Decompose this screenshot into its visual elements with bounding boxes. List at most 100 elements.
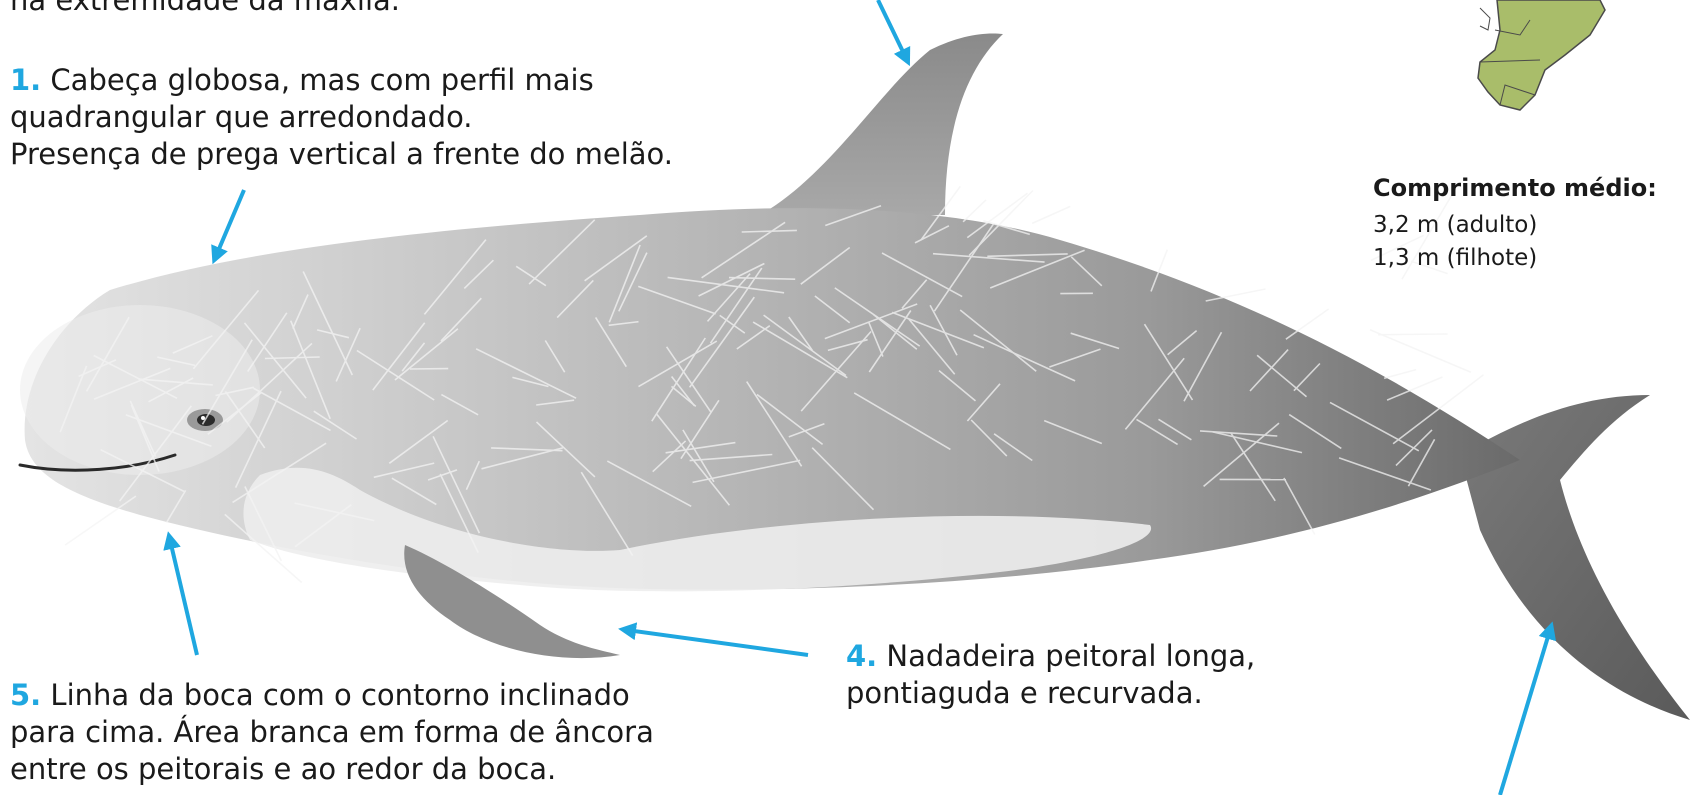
scar-line bbox=[512, 376, 549, 388]
scar-line bbox=[788, 422, 825, 438]
scar-line bbox=[372, 322, 426, 391]
scar-line bbox=[667, 276, 785, 294]
scar-line bbox=[335, 327, 361, 382]
scar-line bbox=[989, 249, 1085, 289]
pectoral-fin bbox=[404, 545, 620, 659]
mouth-line bbox=[18, 453, 177, 472]
scar-line bbox=[1386, 376, 1443, 401]
scar-line bbox=[970, 419, 1008, 457]
scar-line bbox=[652, 440, 687, 473]
scar-line bbox=[394, 328, 459, 381]
scar-line bbox=[388, 419, 449, 464]
scar-line bbox=[1285, 308, 1330, 340]
scar-line bbox=[463, 259, 494, 289]
scar-line bbox=[475, 348, 577, 399]
scar-line bbox=[825, 204, 882, 227]
scar-line bbox=[441, 393, 479, 416]
scar-line bbox=[356, 349, 435, 401]
scar-line bbox=[962, 199, 987, 223]
scar-line bbox=[1249, 349, 1289, 392]
region-map-icon bbox=[1477, 0, 1606, 111]
scar-line bbox=[584, 235, 648, 282]
scar-line bbox=[292, 294, 309, 329]
scar-line bbox=[608, 320, 639, 327]
scar-line bbox=[1070, 256, 1103, 287]
scar-line bbox=[1070, 332, 1120, 350]
scar-line bbox=[1329, 401, 1420, 452]
scar-line bbox=[824, 303, 918, 340]
note-4-line-2: pontiaguda e recurvada. bbox=[846, 676, 1203, 710]
scar-line bbox=[130, 404, 160, 472]
scar-line bbox=[966, 192, 1028, 239]
note-1-line-1: Cabeça globosa, mas com perfil mais bbox=[50, 63, 594, 97]
scar-line bbox=[247, 312, 288, 372]
scar-line bbox=[78, 359, 117, 378]
note-1-number: 1. bbox=[10, 63, 42, 97]
scar-line bbox=[243, 322, 307, 399]
scar-line bbox=[129, 400, 157, 458]
scar-line bbox=[1369, 329, 1472, 373]
scar-line bbox=[741, 229, 797, 233]
length-calf: 1,3 m (filhote) bbox=[1373, 245, 1538, 271]
scar-line bbox=[192, 289, 260, 370]
note-1-line-3: Presença de prega vertical a frente do m… bbox=[10, 137, 673, 171]
scar-line bbox=[215, 386, 254, 397]
scar-line bbox=[85, 316, 130, 392]
scar-line bbox=[580, 471, 634, 556]
scar-line bbox=[920, 185, 961, 241]
scar-line bbox=[800, 246, 851, 285]
scar-line bbox=[929, 304, 958, 356]
scar-line bbox=[157, 356, 196, 367]
arrow-head bbox=[211, 189, 246, 265]
scar-line bbox=[682, 429, 715, 483]
scar-line bbox=[201, 339, 253, 425]
scar-line bbox=[1043, 419, 1103, 445]
scar-line bbox=[993, 433, 1033, 462]
scar-line bbox=[670, 385, 697, 408]
arrow-dorsal bbox=[876, 0, 911, 67]
note-4-line-1: Nadadeira peitoral longa, bbox=[886, 639, 1256, 673]
scar-line bbox=[423, 239, 487, 315]
scar-line bbox=[515, 265, 547, 287]
tail-fluke bbox=[1460, 395, 1690, 720]
scar-line bbox=[165, 489, 187, 524]
scar-line bbox=[811, 447, 875, 511]
scar-line bbox=[867, 321, 884, 357]
scar-line bbox=[891, 311, 985, 349]
scar-line bbox=[294, 504, 352, 548]
scar-line bbox=[253, 387, 331, 432]
scar-line bbox=[439, 473, 479, 553]
scar-line bbox=[1212, 431, 1303, 454]
scar-line bbox=[1205, 288, 1266, 302]
scar-line bbox=[93, 367, 171, 400]
pointer-arrows bbox=[163, 0, 1557, 795]
scar-line bbox=[606, 460, 692, 508]
scar-line bbox=[834, 287, 921, 347]
scar-line bbox=[556, 279, 594, 319]
scar-line bbox=[1293, 362, 1321, 392]
scar-line bbox=[665, 346, 712, 413]
note-5-line-3: entre os peitorais e ao redor da boca. bbox=[10, 752, 557, 786]
scar-line bbox=[680, 399, 720, 460]
scar-line bbox=[1158, 418, 1192, 441]
scar-line bbox=[656, 413, 731, 506]
scar-line bbox=[853, 392, 951, 451]
scar-line bbox=[1407, 438, 1436, 487]
note-1-line-2: quadrangular que arredondado. bbox=[10, 100, 473, 134]
scar-line bbox=[172, 335, 213, 354]
scar-line bbox=[302, 271, 354, 376]
scar-line bbox=[608, 244, 641, 323]
scar-line bbox=[313, 410, 357, 440]
scar-line bbox=[1203, 422, 1280, 488]
scar-line bbox=[983, 219, 1031, 236]
scar-line bbox=[427, 469, 458, 481]
scar-line bbox=[1383, 368, 1417, 380]
scar-line bbox=[125, 414, 212, 448]
scar-line bbox=[688, 296, 755, 388]
scar-line bbox=[594, 316, 627, 368]
scar-line bbox=[827, 338, 868, 352]
scar-line bbox=[64, 495, 137, 546]
scar-line bbox=[1230, 432, 1276, 502]
scar-line bbox=[1392, 374, 1484, 445]
